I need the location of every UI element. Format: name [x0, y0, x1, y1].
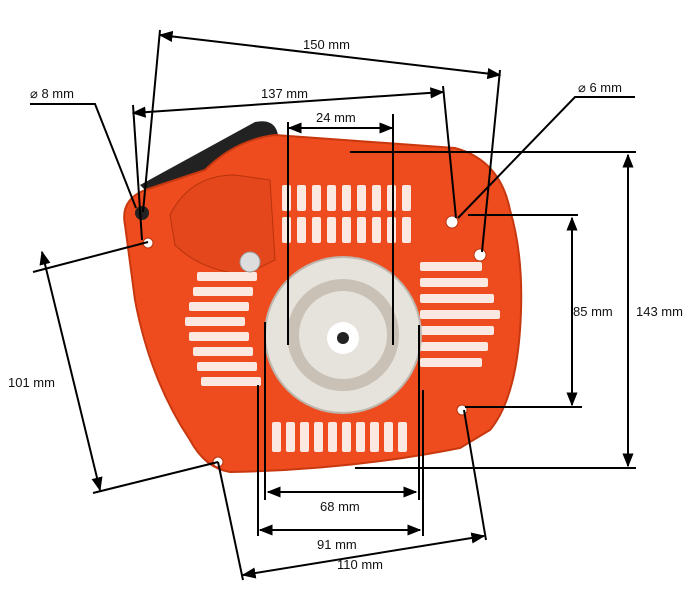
grille-slat: [357, 217, 366, 243]
grille-slat: [420, 326, 494, 335]
grille-slat: [398, 422, 407, 452]
grille-slat: [312, 185, 321, 211]
grille-slat: [297, 217, 306, 243]
right-hole-6mm: [445, 215, 459, 229]
grille-slat: [193, 347, 253, 356]
grille-slat: [197, 272, 257, 281]
grille-slat: [402, 217, 411, 243]
grille-slat: [420, 278, 488, 287]
label-bottom-diagonal: 110 mm: [337, 557, 383, 572]
grille: [185, 185, 500, 452]
label-right-hole-span: 85 mm: [573, 304, 613, 319]
grille-slat: [327, 185, 336, 211]
grille-slat: [282, 217, 291, 243]
grille-slat: [420, 294, 494, 303]
grille-slat: [372, 217, 381, 243]
label-pulley-width: 91 mm: [317, 537, 357, 552]
grille-slat: [356, 422, 365, 452]
label-right-hole: ⌀ 6 mm: [578, 80, 622, 95]
grille-slat: [286, 422, 295, 452]
grille-slat: [328, 422, 337, 452]
grille-slat: [272, 422, 281, 452]
label-left-hole: ⌀ 8 mm: [30, 86, 74, 101]
grille-slat: [189, 332, 249, 341]
grille-slat: [342, 422, 351, 452]
label-left-diagonal: 101 mm: [8, 375, 55, 390]
pull-rope-guide: [169, 174, 276, 276]
grille-slat: [201, 377, 261, 386]
grille-slat: [387, 185, 396, 211]
dimension-lines: [30, 29, 636, 581]
label-top-span: 24 mm: [316, 110, 356, 125]
hub-bolt-icon: [337, 332, 349, 344]
grille-slat: [342, 185, 351, 211]
grille-slat: [370, 422, 379, 452]
grille-slat: [282, 185, 291, 211]
grille-slat: [357, 185, 366, 211]
grille-slat: [420, 342, 488, 351]
grille-slat: [312, 217, 321, 243]
rope-bushing: [239, 251, 261, 273]
grille-slat: [420, 310, 500, 319]
right-upper-hole: [473, 248, 487, 262]
left-hole-8mm: [135, 206, 149, 220]
grille-slat: [327, 217, 336, 243]
grille-slat: [420, 262, 482, 271]
grille-slat: [189, 302, 249, 311]
grille-slat: [300, 422, 309, 452]
grille-slat: [297, 185, 306, 211]
grille-slat: [372, 185, 381, 211]
grille-slat: [402, 185, 411, 211]
grille-slat: [342, 217, 351, 243]
label-overall-width: 150 mm: [303, 37, 350, 52]
grille-slat: [384, 422, 393, 452]
label-overall-height: 143 mm: [636, 304, 683, 319]
label-inner-width: 68 mm: [320, 499, 360, 514]
grille-slat: [197, 362, 257, 371]
grille-slat: [314, 422, 323, 452]
label-mount-width: 137 mm: [261, 86, 308, 101]
grille-slat: [387, 217, 396, 243]
grille-slat: [185, 317, 245, 326]
grille-slat: [193, 287, 253, 296]
grille-slat: [420, 358, 482, 367]
